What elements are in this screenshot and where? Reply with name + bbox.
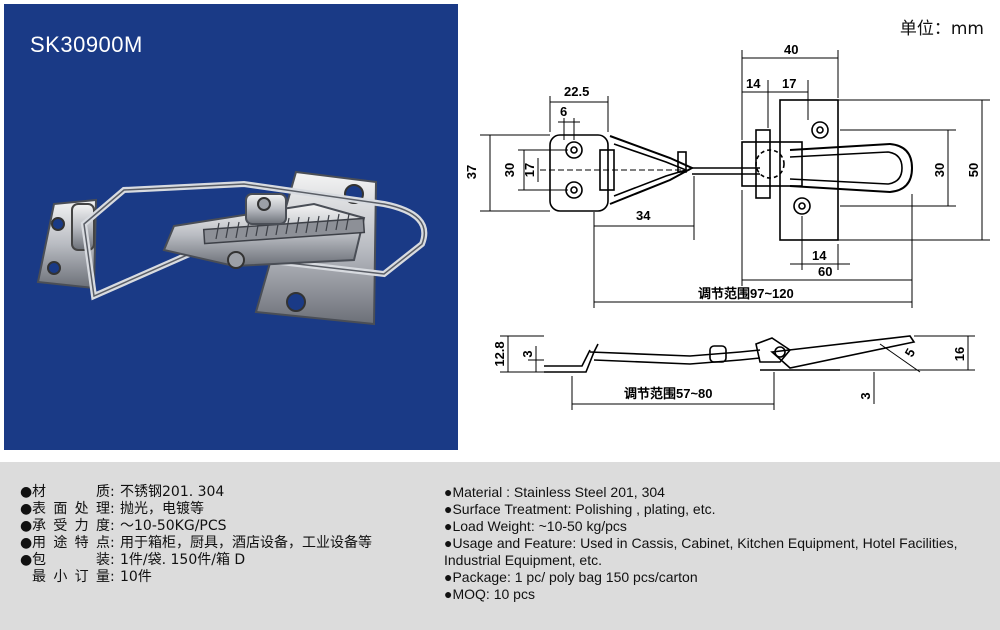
top-view	[540, 99, 914, 241]
range-97-120: 调节范围97~120	[698, 286, 794, 301]
dim-30-right: 30	[932, 163, 947, 177]
spec-row-cn: ●表面处理:抛光，电镀等	[20, 501, 204, 517]
dim-12-8: 12.8	[492, 341, 507, 366]
spec-row-en: ●Usage and Feature: Used in Cassis, Cabi…	[444, 535, 958, 568]
spec-row-en: ●Package: 1 pc/ poly bag 150 pcs/carton	[444, 569, 698, 585]
dimension-labels: 22.5 6 37 30 17 34 40 14 17 30 50 14 60 …	[464, 42, 981, 401]
dim-14-bottom: 14	[812, 248, 827, 263]
spec-row-en: ●MOQ: 10 pcs	[444, 586, 535, 602]
dim-34: 34	[636, 208, 651, 223]
dim-3-bottom: 3	[858, 392, 873, 399]
product-model: SK30900M	[30, 32, 143, 57]
dim-37: 37	[464, 165, 479, 179]
spec-row-en: ●Load Weight: ~10-50 kg/pcs	[444, 518, 627, 534]
dim-22-5: 22.5	[564, 84, 589, 99]
spec-row-cn: ●用途特点:用于箱柜，厨具，酒店设备，工业设备等	[20, 535, 372, 551]
spec-row-en: ●Surface Treatment: Polishing , plating,…	[444, 501, 716, 517]
dim-14-top: 14	[746, 76, 761, 91]
spec-panel: ●材质:不锈钢201. 304 ●表面处理:抛光，电镀等 ●承受力度:～10-5…	[0, 462, 1000, 630]
dim-40: 40	[784, 42, 798, 57]
dim-3-left: 3	[520, 350, 535, 357]
spec-list-en: ●Material : Stainless Steel 201, 304 ●Su…	[444, 484, 992, 603]
dim-17-left: 17	[522, 163, 537, 177]
unit-label: 单位：mm	[899, 19, 984, 39]
dim-60: 60	[818, 264, 832, 279]
side-view	[544, 335, 916, 373]
product-photo-panel: SK30900M	[4, 4, 458, 450]
spec-row-cn: 最小订量:10件	[32, 569, 152, 585]
spec-row-cn: ●材质:不锈钢201. 304	[20, 484, 225, 500]
spec-row-cn: ●承受力度:～10-50KG/PCS	[20, 518, 227, 534]
top-view-dimensions	[480, 50, 990, 308]
range-57-80: 调节范围57~80	[624, 386, 713, 401]
spec-row-cn: ●包装:1件/袋. 150件/箱 D	[20, 552, 246, 568]
dim-6: 6	[560, 104, 567, 119]
spec-row-en: ●Material : Stainless Steel 201, 304	[444, 484, 665, 500]
dim-50: 50	[966, 163, 981, 177]
dim-5: 5	[902, 346, 919, 360]
spec-list-cn: ●材质:不锈钢201. 304 ●表面处理:抛光，电镀等 ●承受力度:～10-5…	[20, 484, 372, 586]
dim-17-top: 17	[782, 76, 796, 91]
side-view-dimensions	[500, 335, 975, 410]
dim-16: 16	[952, 347, 967, 361]
latch-photo	[36, 170, 428, 326]
dim-30-left: 30	[502, 163, 517, 177]
technical-drawing: 22.5 6 37 30 17 34 40 14 17 30 50 14 60 …	[464, 42, 990, 410]
